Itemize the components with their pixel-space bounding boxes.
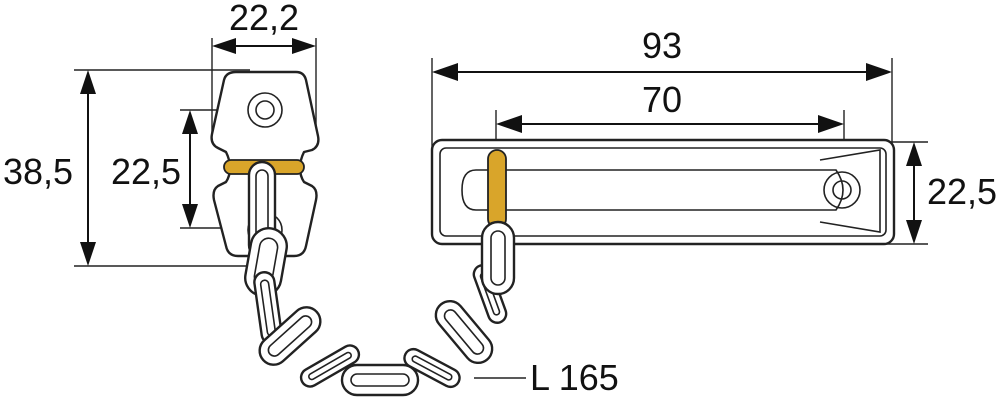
- rail-screw-hole: [823, 171, 861, 209]
- dimension-slot-length: 70: [495, 79, 845, 160]
- rail-slot: [461, 169, 844, 211]
- dimension-height-bracket: 38,5: [3, 69, 250, 267]
- dim-label-width-bracket: 22,2: [229, 0, 299, 38]
- dim-label-height-rail: 22,5: [927, 171, 997, 212]
- dimension-length-rail: 93: [431, 25, 893, 150]
- screw-hole-top: [247, 92, 283, 128]
- dim-label-length-rail: 93: [642, 25, 682, 66]
- rail-slide-knob: [487, 149, 507, 229]
- dim-label-chain-length: L 165: [530, 357, 619, 398]
- dim-label-height-bracket: 38,5: [3, 151, 73, 192]
- chain-length-callout: L 165: [474, 357, 619, 398]
- slide-rail: [430, 138, 896, 246]
- dim-label-slot-length: 70: [642, 79, 682, 120]
- dimension-height-rail: 22,5: [860, 141, 997, 245]
- dimension-width-bracket: 22,2: [211, 0, 317, 140]
- dim-label-inner-height-bracket: 22,5: [111, 151, 181, 192]
- chain: [244, 160, 516, 397]
